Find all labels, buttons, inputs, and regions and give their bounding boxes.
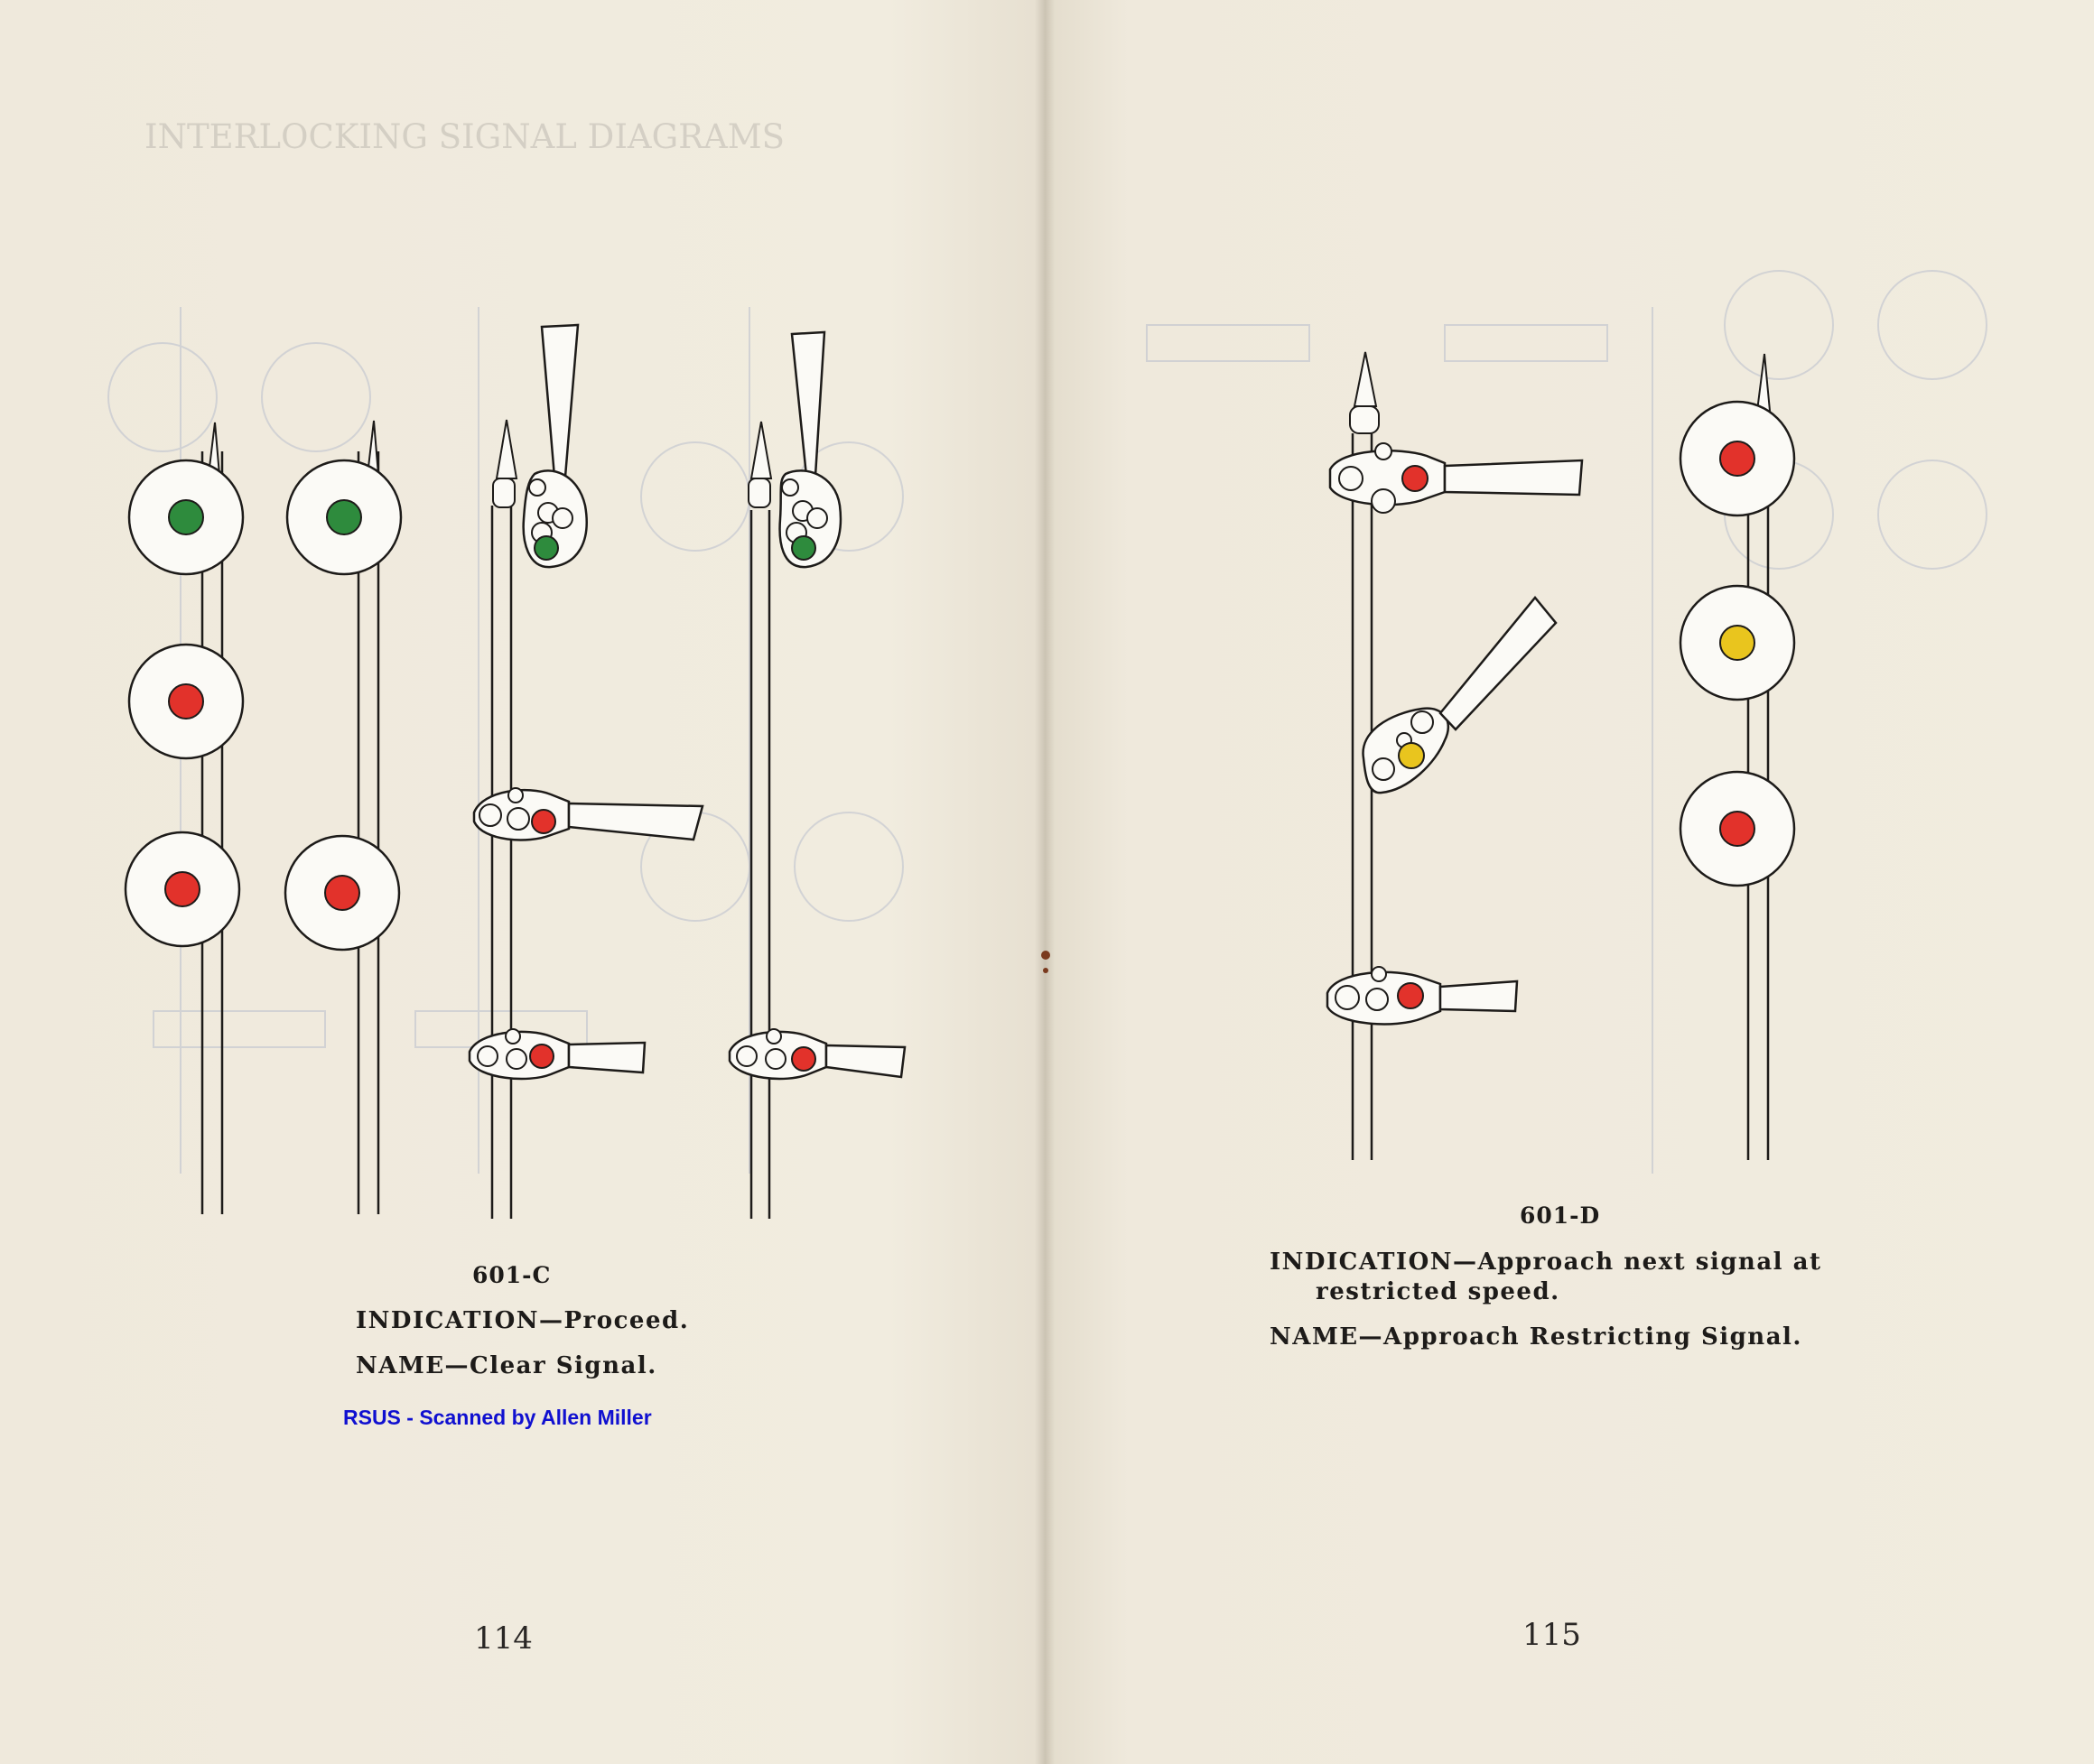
green-lamp [534, 535, 559, 561]
figure-id-601c: 601-C [472, 1262, 552, 1288]
indication-text: INDICATION—Proceed. [356, 1307, 690, 1334]
red-lamp [1397, 982, 1424, 1009]
light-signal-601D [1679, 353, 1796, 1160]
binding-stitch [1041, 951, 1050, 960]
light-signal-1 [124, 422, 245, 1214]
name-text: NAME—Approach Restricting Signal. [1270, 1323, 1802, 1351]
red-lamp [791, 1046, 816, 1072]
green-lamp [168, 499, 204, 535]
semaphore-signal-4 [728, 330, 907, 1219]
yellow-lamp [1719, 625, 1755, 661]
page-number-left: 114 [474, 1620, 533, 1657]
scan-credit: RSUS - Scanned by Allen Miller [343, 1406, 652, 1429]
indication-text-line1: INDICATION—Approach next signal at [1270, 1249, 1822, 1276]
semaphore-signal-3 [468, 323, 704, 1219]
binding-stitch [1043, 968, 1048, 973]
book-gutter [1035, 0, 1055, 1764]
green-lamp [791, 535, 816, 561]
green-lamp [326, 499, 362, 535]
semaphore-signal-601D [1326, 351, 1584, 1160]
red-lamp [324, 875, 360, 911]
yellow-lamp [1398, 742, 1425, 769]
red-lamp [531, 809, 556, 834]
red-lamp [1719, 441, 1755, 477]
red-lamp [1719, 811, 1755, 847]
indication-text-line2: restricted speed. [1316, 1278, 1560, 1305]
light-signal-2 [284, 420, 403, 1214]
right-page [1045, 0, 2094, 1764]
red-lamp [164, 871, 200, 907]
bleed-through-heading: INTERLOCKING SIGNAL DIAGRAMS [144, 117, 786, 156]
name-text: NAME—Clear Signal. [356, 1352, 657, 1379]
page-number-right: 115 [1522, 1617, 1581, 1653]
red-lamp [168, 683, 204, 720]
figure-id-601d: 601-D [1520, 1202, 1601, 1229]
red-lamp [529, 1044, 554, 1069]
red-lamp [1401, 465, 1429, 492]
bleed-through-shapes [107, 270, 1987, 1174]
